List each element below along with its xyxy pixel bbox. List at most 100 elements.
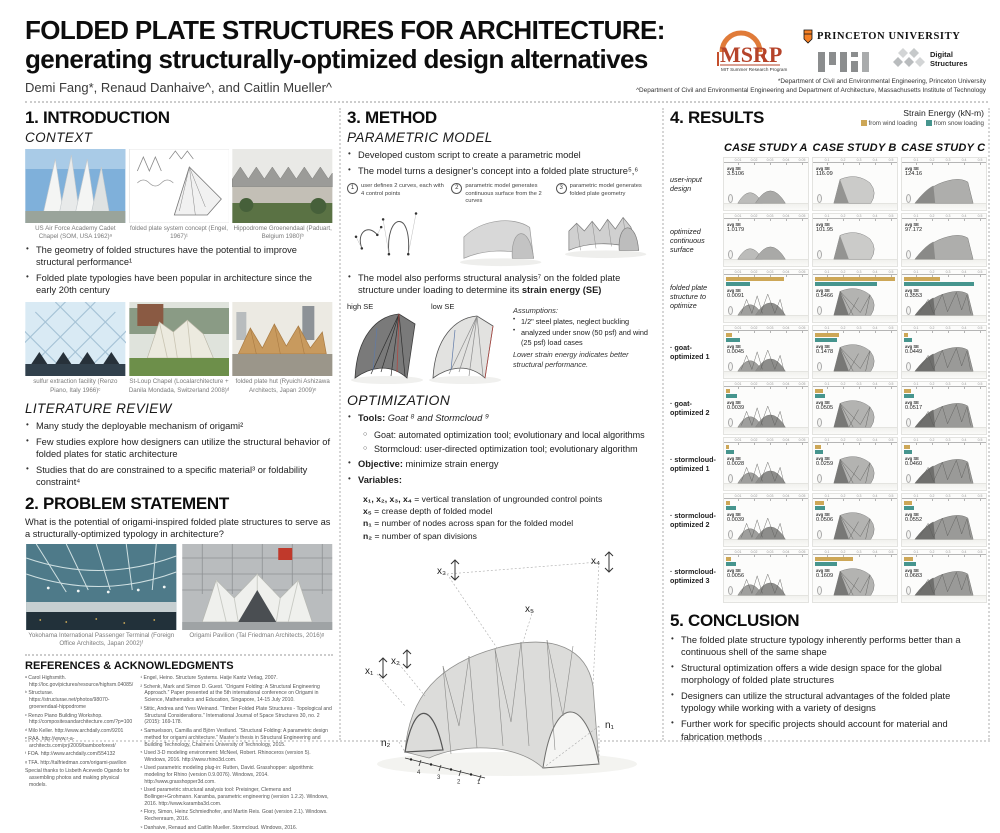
axis-tick-label: 0.4 [872,270,878,274]
axis-ruler [902,498,986,499]
axis-tick-label: 0.01 [734,494,742,498]
poster-title: FOLDED PLATE STRUCTURES FOR ARCHITECTURE… [25,16,665,74]
axis-tick-label: 0.02 [750,326,758,330]
continuous-structure-image [737,246,786,260]
scale-figure [906,306,911,315]
references-divider [25,654,333,657]
svg-text:MIT Summer Research Program: MIT Summer Research Program [721,67,787,72]
axis-tick-label: 0.2 [840,158,846,162]
axis-tick-label: 0.03 [766,158,774,162]
axis-tick [843,554,844,557]
axis-tick [964,162,965,165]
snow-strain-bar [726,338,740,342]
axis-tick-label: 0.05 [798,158,806,162]
axis-tick [891,162,892,165]
scale-figure [906,250,911,259]
axis-tick [738,162,739,165]
results-header: 4. RESULTS Strain Energy (kN-m) from win… [670,108,986,142]
method-bullet-2: The model turns a designer’s concept int… [347,165,655,177]
svg-text:2: 2 [457,780,461,785]
title-line-1: FOLDED PLATE STRUCTURES FOR ARCHITECTURE… [25,15,665,45]
continuous-structure-image [737,190,786,204]
step-1-number: 1 [347,183,358,195]
axis-tick-label: 0.01 [734,158,742,162]
axis-tick [980,442,981,445]
step-3-number: 3 [555,183,567,195]
avg-se-label: avg SE [905,400,919,405]
axis-tick-label: 0.4 [872,550,878,554]
axis-tick-label: 0.4 [872,494,878,498]
analysis-bullet-bold: strain energy (SE) [521,284,602,295]
svg-text:x₁: x₁ [365,666,374,677]
axis-tick [875,442,876,445]
axis-tick-label: 0.4 [961,158,967,162]
scale-figure [728,474,733,483]
axis-ruler [902,386,986,387]
litreview-bullet-3: Studies that do are constrained to a spe… [25,464,333,488]
litreview-bullet-1: Many study the deployable mechanism of o… [25,420,333,432]
axis-tick-label: 0.01 [734,550,742,554]
analysis-bullet: The model also performs structural analy… [347,272,655,296]
scale-figure [817,306,822,315]
axis-tick [916,330,917,333]
axis-tick [859,442,860,445]
axis-tick [932,162,933,165]
scale-figure [906,586,911,595]
wind-strain-bar [904,277,940,281]
scale-figure [906,194,911,203]
axis-ruler [724,218,808,219]
axis-tick [786,274,787,277]
wind-strain-bar [815,277,895,281]
case-study-c-header: CASE STUDY C [901,142,986,154]
photo-st-loup-chapel: St-Loup Chapel (Localarchitecture + Dani… [129,302,230,394]
results-legend: Strain Energy (kN-m) from wind loading f… [854,108,984,127]
method-bullet-1: Developed custom script to create a para… [347,149,655,161]
svg-text:Digital: Digital [930,50,953,59]
axis-tick [770,498,771,501]
axis-tick-label: 0.2 [929,494,935,498]
case-study-headers: CASE STUDY A CASE STUDY B CASE STUDY C [723,142,986,154]
axis-tick [802,162,803,165]
scale-figure [817,250,822,259]
method-bullets: Developed custom script to create a para… [347,149,655,177]
axis-tick [770,274,771,277]
ground-strip [902,371,986,378]
objective-value: minimize strain energy [405,459,499,470]
axis-tick [875,498,876,501]
context-heading: CONTEXT [25,130,93,145]
assumption-2: analyzed under snow (50 psf) and wind (2… [513,328,655,347]
axis-tick [738,386,739,389]
axis-tick [891,442,892,445]
axis-tick [875,218,876,221]
axis-tick-label: 0.2 [929,382,935,386]
tools-value: Goat ⁸ and Stormcloud ⁹ [387,412,489,423]
axis-ruler [902,162,986,163]
folded-structure-image [737,517,786,540]
assumptions-title: Assumptions: [513,305,559,315]
axis-tick-label: 0.1 [913,382,919,386]
axis-tick [754,330,755,333]
avg-se-label: avg SE [727,400,741,405]
axis-tick-label: 0.3 [856,326,862,330]
axis-tick-label: 0.1 [913,326,919,330]
axis-tick [738,274,739,277]
step-1-curves-image [354,212,418,256]
axis-tick [916,386,917,389]
conclusion-bullet-1: The folded plate structure typology inhe… [670,634,986,658]
axis-tick [827,162,828,165]
axis-tick [738,554,739,557]
wind-strain-bar [904,333,908,337]
continuous-structure-image [914,235,974,260]
conclusion-bullet-2: Structural optimization offers a wide de… [670,662,986,686]
svg-text:x₃: x₃ [437,566,446,577]
avg-se-value: 0.0056 [727,573,745,580]
scale-figure [817,418,822,427]
ground-strip [902,259,986,266]
